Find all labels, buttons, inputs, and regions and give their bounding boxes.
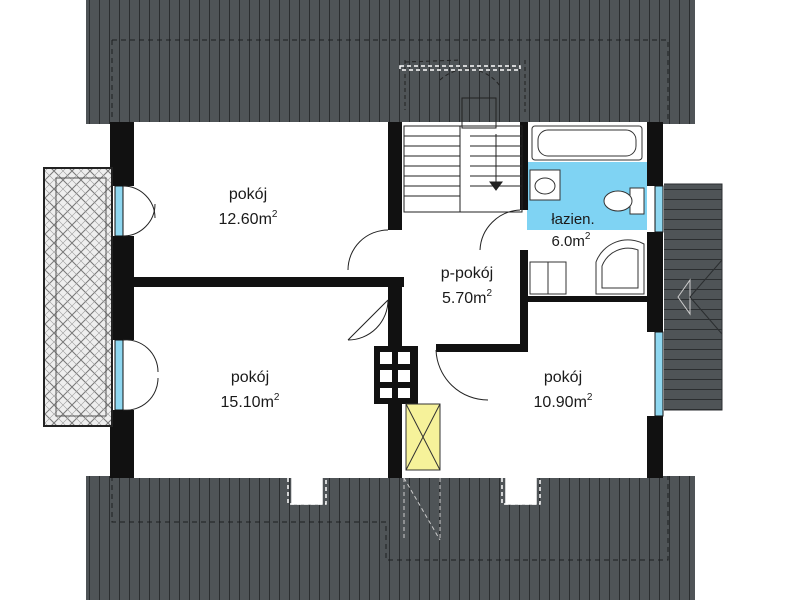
room-label-pokoj-nw: pokój 12.60m2 <box>219 186 278 228</box>
skylight-icon <box>287 65 541 505</box>
sink-cabinet-icon <box>529 261 567 295</box>
room-name: łazien. <box>551 211 594 228</box>
room-area: 10.90m2 <box>534 392 593 411</box>
roof-bottom <box>86 476 695 600</box>
doors <box>122 185 521 411</box>
attic-hatch-icon <box>403 403 441 541</box>
room-name: pokój <box>231 369 269 386</box>
shower-icon <box>595 239 645 295</box>
room-name: pokój <box>229 186 267 203</box>
room-area: 6.0m2 <box>552 231 591 250</box>
room-label-p-pokoj: p-pokój 5.70m2 <box>441 265 493 307</box>
bathtub-icon <box>531 125 643 161</box>
washbasin-icon <box>529 169 561 201</box>
staircase-icon <box>403 59 526 213</box>
roof-dormer-right <box>664 183 723 411</box>
room-label-lazienka: łazien. 6.0m2 <box>551 211 594 250</box>
room-area: 15.10m2 <box>221 392 280 411</box>
room-area: 5.70m2 <box>442 288 492 307</box>
chimney-icon <box>374 346 418 404</box>
roof-top <box>86 0 695 124</box>
balcony-icon <box>43 167 113 427</box>
room-area: 12.60m2 <box>219 209 278 228</box>
room-name: pokój <box>544 369 582 386</box>
room-name: p-pokój <box>441 265 493 282</box>
toilet-icon <box>603 187 645 215</box>
room-label-pokoj-se: pokój 10.90m2 <box>534 369 593 411</box>
room-label-pokoj-sw: pokój 15.10m2 <box>221 369 280 411</box>
windows <box>114 185 664 417</box>
